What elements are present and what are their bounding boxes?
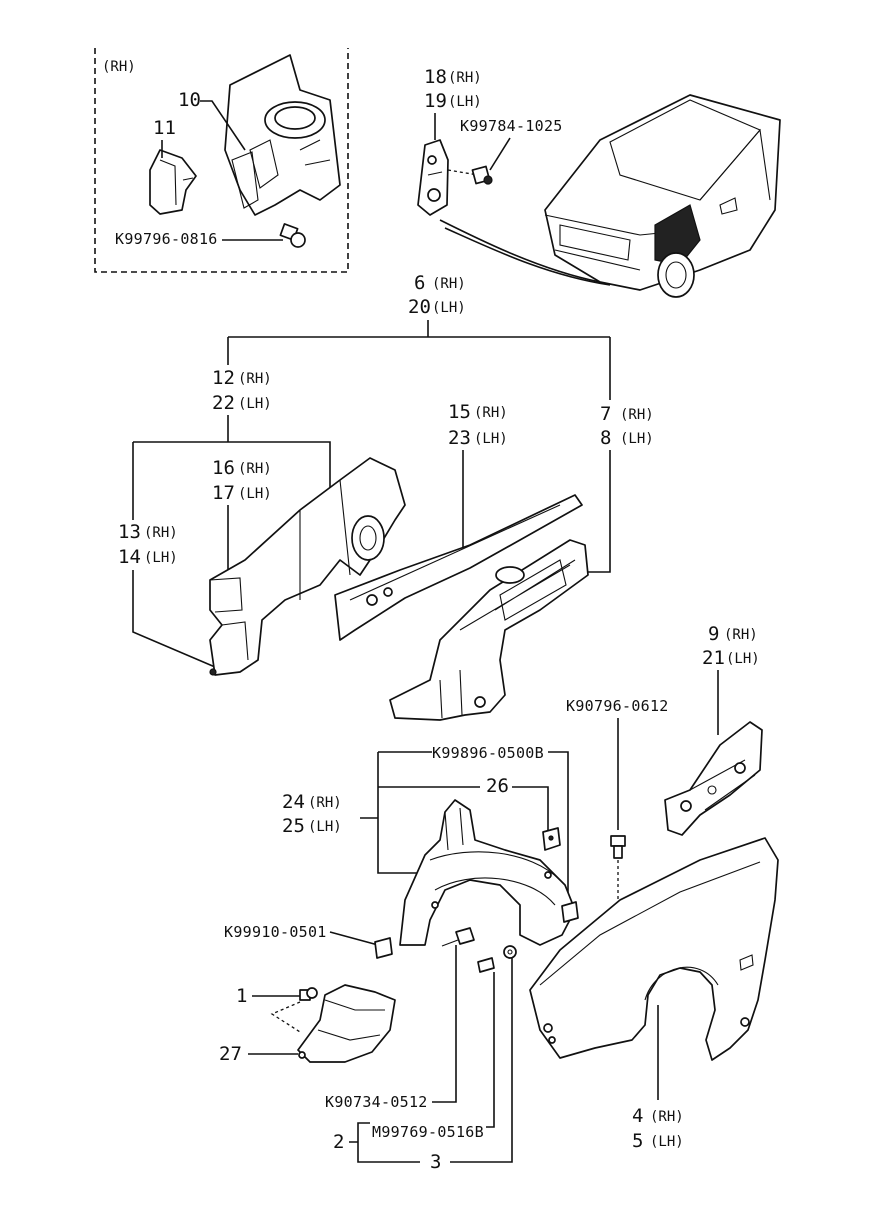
- leader-10: [200, 100, 246, 151]
- fastener-1-dotted-path: [270, 1001, 301, 1033]
- callout-14: 14: [118, 546, 141, 568]
- crossmember-rail-drawing: [334, 494, 583, 641]
- car-silhouette-drawing: [544, 94, 781, 298]
- callout-6: 6: [414, 272, 425, 294]
- callout-22: 22: [212, 392, 235, 414]
- callout-11: 11: [153, 117, 176, 139]
- callout-20: 20: [408, 296, 431, 318]
- callout-27: 27: [219, 1043, 242, 1065]
- liner-clip-b-part-number: K99910-0501: [224, 923, 327, 941]
- callout-20-side: (LH): [432, 300, 466, 316]
- engine-mount-bracket-drawing: [224, 54, 341, 216]
- liner-screw-a-part-number: K90734-0512: [325, 1093, 428, 1111]
- callout-6-side: (RH): [432, 276, 466, 292]
- callout-15-side: (RH): [474, 405, 508, 421]
- callout-26: 26: [486, 775, 509, 797]
- callout-18: 18: [424, 66, 447, 88]
- fender-bolt-part-number: K90796-0612: [566, 697, 669, 715]
- fender-bracket-drawing: [664, 721, 763, 836]
- leader-liner-screw-a: [432, 945, 457, 1103]
- callout-1: 1: [236, 985, 247, 1007]
- fender-liner-drawing: [399, 799, 576, 946]
- callout-16-side: (RH): [238, 461, 272, 477]
- liner-clip-part-number: K99896-0500B: [432, 744, 544, 762]
- callout-18-side: (RH): [448, 70, 482, 86]
- leader-12-22: [133, 415, 331, 495]
- inset-side-label: (RH): [102, 59, 136, 75]
- callout-12-side: (RH): [238, 371, 272, 387]
- leader-24-25: [360, 752, 430, 874]
- callout-9-side: (RH): [724, 627, 758, 643]
- callout-2: 2: [333, 1131, 344, 1153]
- callout-24: 24: [282, 791, 305, 813]
- callout-21-side: (LH): [726, 651, 760, 667]
- callout-22-side: (LH): [238, 396, 272, 412]
- callout-21: 21: [702, 647, 725, 669]
- callout-13-side: (RH): [144, 525, 178, 541]
- callout-15: 15: [448, 401, 471, 423]
- gusset-bolt-drawing: [447, 165, 493, 185]
- callout-12: 12: [212, 367, 235, 389]
- leader-2-bracket: [349, 1122, 420, 1163]
- gusset-plate-drawing: [417, 139, 449, 216]
- callout-5: 5: [632, 1130, 643, 1152]
- callout-23-side: (LH): [474, 431, 508, 447]
- liner-clip-right-drawing: [561, 901, 579, 923]
- leader-13-14: [132, 442, 216, 668]
- liner-screw-b-part-number: M99769-0516B: [372, 1123, 484, 1141]
- gusset-group: 18 (RH) 19 (LH) K99784-1025: [417, 66, 781, 298]
- inset-dashed-border: [94, 48, 349, 273]
- car-pointer-line-2: [444, 227, 611, 286]
- callout-19-side: (LH): [448, 94, 482, 110]
- callout-17: 17: [212, 482, 235, 504]
- front-rail-lh-drawing: [389, 539, 589, 721]
- leader-26: [378, 786, 549, 830]
- frame-group: 6 (RH) 20 (LH) 12 (RH) 22 (LH) 16 (RH) 1…: [118, 272, 654, 721]
- callout-25-side: (LH): [308, 819, 342, 835]
- rh-inset-group: (RH) 10 11 K99796-0816: [94, 48, 349, 273]
- leader-gusset-bolt: [489, 137, 511, 171]
- callout-8-side: (LH): [620, 431, 654, 447]
- fastener-1-drawing: [299, 987, 318, 1001]
- callout-14-side: (LH): [144, 550, 178, 566]
- leader-7-8: [585, 450, 611, 573]
- inset-bolt-drawing: [279, 223, 306, 248]
- liner-screws-drawing: [441, 927, 517, 973]
- bracket-11-drawing: [149, 149, 197, 215]
- front-side-member-drawing: [209, 457, 406, 676]
- leader-liner-clip: [378, 751, 569, 905]
- callout-16: 16: [212, 457, 235, 479]
- callout-10: 10: [178, 89, 201, 111]
- front-fender-drawing: [529, 837, 779, 1061]
- fender-bolt-drawing: [610, 835, 626, 900]
- callout-13: 13: [118, 521, 141, 543]
- liner-clip-b-drawing: [374, 937, 393, 959]
- car-pointer-line: [439, 219, 601, 283]
- callout-7-side: (RH): [620, 407, 654, 423]
- liner-clip-26-drawing: [542, 827, 561, 851]
- callout-4-side: (RH): [650, 1109, 684, 1125]
- callout-9: 9: [708, 623, 719, 645]
- gusset-bolt-part-number: K99784-1025: [460, 117, 563, 135]
- callout-4: 4: [632, 1105, 643, 1127]
- leader-liner-clip-b: [329, 931, 379, 946]
- splash-shield-drawing: [297, 984, 396, 1063]
- leader-3: [450, 958, 513, 1163]
- leader-liner-screw-b: [486, 972, 495, 1128]
- leader-6-20-bracket: [227, 320, 611, 400]
- inset-bolt-part-number: K99796-0816: [115, 230, 218, 248]
- callout-8: 8: [600, 427, 611, 449]
- callout-23: 23: [448, 427, 471, 449]
- fender-group: 9 (RH) 21 (LH) K90796-0612 K998: [219, 623, 779, 1173]
- callout-19: 19: [424, 90, 447, 112]
- callout-17-side: (LH): [238, 486, 272, 502]
- callout-3: 3: [430, 1151, 441, 1173]
- callout-24-side: (RH): [308, 795, 342, 811]
- callout-5-side: (LH): [650, 1134, 684, 1150]
- callout-25: 25: [282, 815, 305, 837]
- callout-7: 7: [600, 403, 611, 425]
